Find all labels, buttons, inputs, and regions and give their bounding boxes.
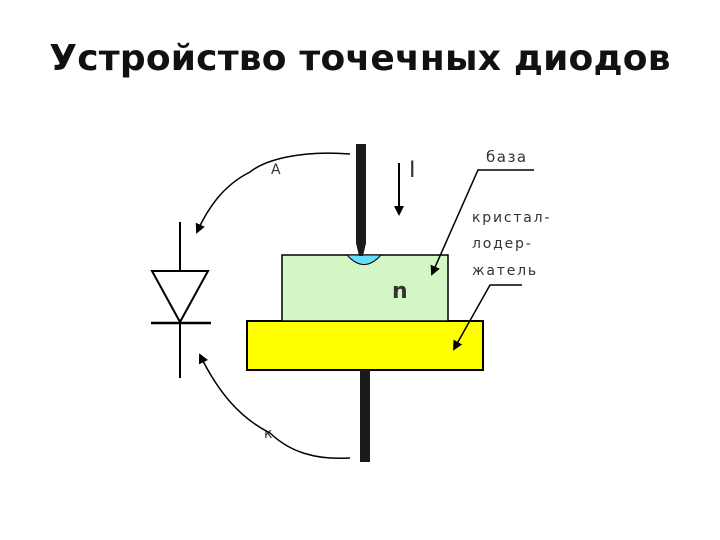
holder-label-line3: жатель <box>472 263 538 279</box>
n-type-label: n <box>392 279 408 304</box>
cathode-label: к <box>264 426 272 442</box>
needle-wire <box>356 144 366 244</box>
bottom-lead <box>360 370 370 462</box>
current-label: I <box>409 158 416 183</box>
anode-curve-arrow <box>195 152 351 234</box>
point-contact <box>345 254 383 265</box>
holder-leader-arrow <box>453 284 522 351</box>
needle-tip <box>356 243 366 256</box>
diode-symbol <box>150 222 211 378</box>
cathode-curve-arrow <box>199 353 351 460</box>
holder-label-line2: лодер- <box>472 236 533 252</box>
holder-label-line1: кристал- <box>472 210 551 226</box>
anode-label: A <box>271 162 282 178</box>
base-leader-arrow <box>430 169 534 276</box>
crystal-holder-block <box>246 320 484 371</box>
base-label: база <box>486 148 528 166</box>
slide-title: Устройство точечных диодов <box>49 38 671 79</box>
n-crystal-block <box>281 254 449 322</box>
